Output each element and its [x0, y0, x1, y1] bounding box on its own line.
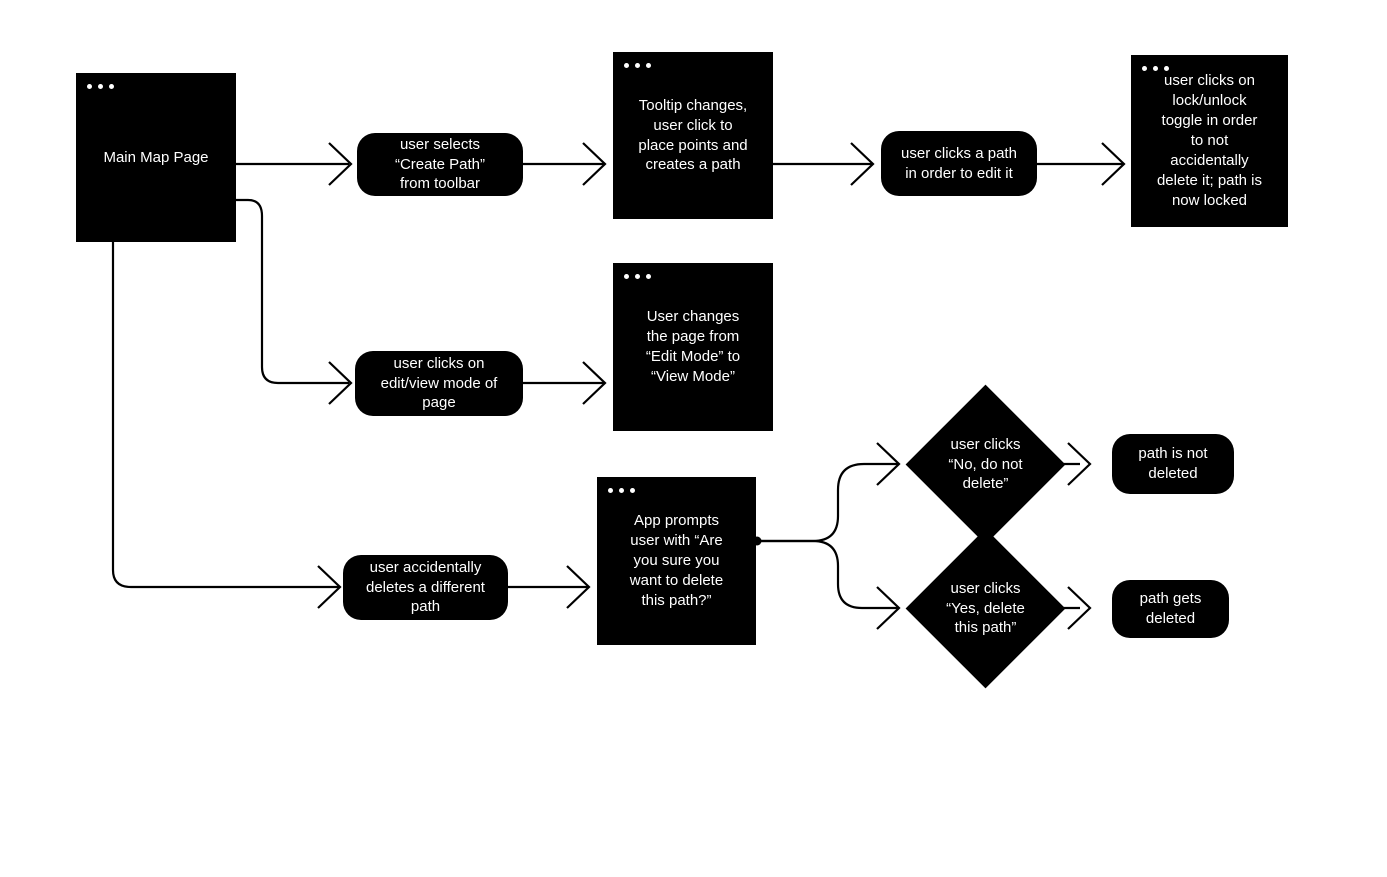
node-label: user selects “Create Path” from toolbar [394, 135, 486, 193]
node-label: Tooltip changes, user click to place poi… [638, 96, 748, 174]
arrowhead-not-deleted [1067, 442, 1092, 486]
window-dots-icon [1142, 66, 1169, 71]
arrowhead-gets-deleted [1067, 586, 1092, 630]
window-dots-icon [608, 488, 635, 493]
node-accidental-delete[interactable]: user accidentally deletes a different pa… [343, 555, 508, 620]
arrowhead-clicks-path [850, 142, 875, 186]
node-label: user accidentally deletes a different pa… [366, 558, 485, 616]
node-label: path gets deleted [1139, 590, 1202, 627]
node-decision-no-delete[interactable]: user clicks “No, do not delete” [905, 384, 1066, 545]
node-clicks-path-to-edit[interactable]: user clicks a path in order to edit it [881, 131, 1037, 196]
node-edit-view-mode[interactable]: user clicks on edit/view mode of page [355, 351, 523, 416]
node-label: user clicks on lock/unlock toggle in ord… [1156, 72, 1263, 209]
edge-prompt-to-decision-no [757, 462, 898, 543]
node-create-path[interactable]: user selects “Create Path” from toolbar [357, 133, 523, 196]
arrowhead-tooltip [582, 142, 607, 186]
node-label: user clicks on edit/view mode of page [380, 354, 498, 412]
window-dots-icon [87, 84, 114, 89]
arrowhead-decision-yes [876, 586, 901, 630]
arrowhead-create-path [328, 142, 353, 186]
node-path-not-deleted[interactable]: path is not deleted [1112, 434, 1234, 494]
node-label: user clicks a path in order to edit it [901, 144, 1017, 182]
window-dots-icon [624, 63, 651, 68]
arrowhead-decision-no [876, 442, 901, 486]
node-decision-yes-delete[interactable]: user clicks “Yes, delete this path” [905, 528, 1066, 689]
node-label: path is not deleted [1138, 445, 1208, 482]
node-app-prompt[interactable]: App prompts user with “Are you sure you … [597, 477, 756, 645]
window-dots-icon [624, 274, 651, 279]
node-path-gets-deleted[interactable]: path gets deleted [1112, 580, 1229, 638]
node-label: Main Map Page [103, 148, 209, 166]
edge-main-to-accidental-delete [111, 242, 339, 589]
arrowhead-edit-view [328, 361, 353, 405]
node-label: App prompts user with “Are you sure you … [629, 512, 724, 609]
arrowhead-accidental-delete [317, 565, 342, 609]
node-tooltip-changes[interactable]: Tooltip changes, user click to place poi… [613, 52, 773, 219]
node-label: User changes the page from “Edit Mode” t… [645, 308, 741, 385]
node-view-mode-result[interactable]: User changes the page from “Edit Mode” t… [613, 263, 773, 431]
edge-main-to-edit-view [236, 198, 349, 385]
arrowhead-view-mode-result [582, 361, 607, 405]
node-label: user clicks “No, do not delete” [948, 435, 1023, 493]
node-label: user clicks “Yes, delete this path” [946, 579, 1025, 637]
node-lock-unlock-toggle[interactable]: user clicks on lock/unlock toggle in ord… [1131, 55, 1288, 227]
node-main-map-page[interactable]: Main Map Page [76, 73, 236, 242]
arrowhead-app-prompt [566, 565, 591, 609]
arrowhead-lock [1101, 142, 1126, 186]
edge-prompt-to-decision-yes [757, 539, 898, 610]
